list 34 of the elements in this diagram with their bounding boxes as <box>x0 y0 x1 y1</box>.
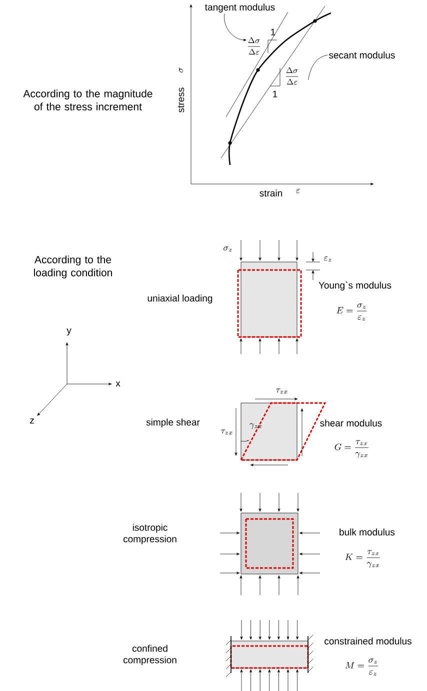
axis-label: strain <box>260 190 282 196</box>
axis-label: z <box>30 418 34 424</box>
stress-symbol: $\sigma_z$ <box>224 246 232 252</box>
heading: According to the magnitude of the stress increment <box>23 90 152 110</box>
case-label: uniaxial loading <box>148 294 212 304</box>
callout-text: tangent modulus <box>205 4 275 12</box>
axis-symbol: $\varepsilon$ <box>296 188 300 194</box>
modulus-name: constrained modulus <box>324 638 412 644</box>
slope-fraction: $\frac{\Delta\sigma}{\Delta\varepsilon}$ <box>248 37 260 55</box>
modulus-name: Young`s modulus <box>318 282 392 290</box>
stress-symbol: $\tau_{zx}$ <box>220 430 232 434</box>
strain-symbol: $\varepsilon_z$ <box>324 256 332 262</box>
case-label: isotropic compression <box>123 524 176 544</box>
modulus-name: shear modulus <box>320 420 382 426</box>
modulus-formula: $M=\frac{\sigma_z}{\varepsilon_z}$ <box>345 658 378 676</box>
axis-label: stress <box>178 88 184 112</box>
modulus-name: bulk modulus <box>340 528 395 536</box>
leader-line <box>224 13 246 42</box>
slope-number: 1 <box>273 90 278 98</box>
callout-text: secant modulus <box>329 52 395 58</box>
modulus-formula: $K=\frac{\tau_{zx}}{\gamma_{zx}}$ <box>345 550 380 568</box>
strain-symbol: $\gamma_{zx}$ <box>250 423 262 429</box>
case-label: simple shear <box>146 418 200 428</box>
case-label: confined compression <box>123 644 176 666</box>
heading: According to the loading condition <box>34 256 112 278</box>
axis-label: x <box>116 382 120 387</box>
leader-line <box>308 54 328 80</box>
axis-symbol: $\sigma$ <box>179 68 184 72</box>
slope-fraction: $\frac{\Delta\sigma}{\Delta\varepsilon}$ <box>286 67 298 85</box>
slope-number: 1 <box>271 28 276 36</box>
axis-label: y <box>66 328 72 336</box>
modulus-formula: $G=\frac{\tau_{zx}}{\gamma_{zx}}$ <box>334 440 368 458</box>
stress-symbol: $\tau_{zx}$ <box>276 388 288 394</box>
modulus-formula: $E=\frac{\sigma_z}{\varepsilon_z}$ <box>336 304 367 320</box>
